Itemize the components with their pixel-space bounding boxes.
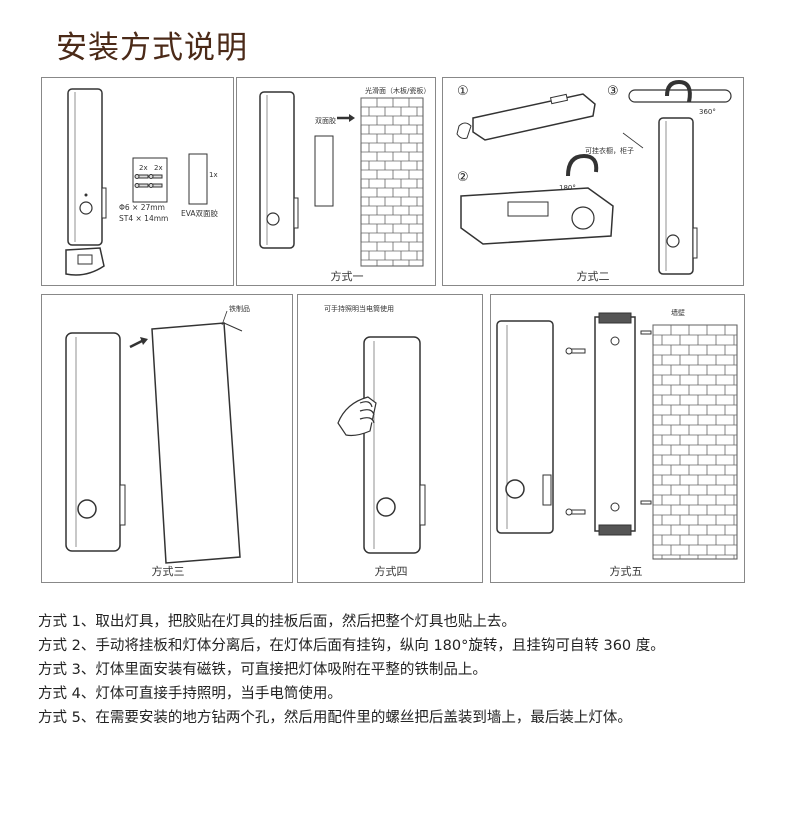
screw-spec-2: ST4 × 14mm [119, 214, 169, 223]
instruction-line: 方式 1、取出灯具，把胶贴在灯具的挂板后面，然后把整个灯具也贴上去。 [38, 614, 516, 630]
tape-label: 双面胶 [315, 117, 336, 125]
handheld-label: 可手持照明当电筒使用 [324, 305, 394, 313]
panel-accessories: 2x 2x 1x Φ6 × 27mm ST4 × 14mm EVA双面胶 [41, 77, 234, 286]
panel-method-2: ① ② ③ 180° 360° 可挂衣橱，柜子 方式二 [442, 77, 744, 286]
instruction-line: 方式 3、灯体里面安装有磁铁，可直接把灯体吸附在平整的铁制品上。 [38, 662, 487, 678]
page-title: 安装方式说明 [56, 30, 248, 66]
qty-label: 2x [154, 164, 163, 172]
step-1-marker: ① [457, 84, 469, 99]
method-3-caption: 方式三 [151, 565, 185, 578]
panel-method-1: 光滑面（木板/瓷板） 双面胶 方式一 [236, 77, 436, 286]
instructions-list: 方式 1、取出灯具，把胶贴在灯具的挂板后面，然后把整个灯具也贴上去。 方式 2、… [38, 610, 778, 730]
method-2-caption: 方式二 [576, 270, 610, 283]
panel-method-3: 铁制品 方式三 [41, 294, 293, 583]
method-1-illustration [259, 91, 424, 267]
panel-method-5: 墙壁 方式五 [490, 294, 745, 583]
method-4-illustration [337, 336, 426, 554]
eva-tape-label: EVA双面胶 [181, 209, 219, 218]
brick-wall [360, 97, 424, 267]
method-5-caption: 方式五 [609, 565, 643, 578]
surface-label: 光滑面（木板/瓷板） [365, 87, 431, 95]
method-2-illustration [456, 79, 732, 275]
instruction-line: 方式 2、手动将挂板和灯体分离后，在灯体后面有挂钩，纵向 180°旋转，且挂钩可… [38, 638, 665, 654]
angle-180-label: 180° [559, 184, 576, 192]
brick-wall [652, 324, 738, 560]
method-1-caption: 方式一 [330, 270, 364, 283]
method-4-caption: 方式四 [374, 565, 408, 578]
angle-360-label: 360° [699, 108, 716, 116]
panel-method-4: 可手持照明当电筒使用 方式四 [297, 294, 483, 583]
wall-label: 墙壁 [671, 309, 685, 317]
method-5-illustration [496, 312, 738, 560]
step-3-marker: ③ [607, 84, 619, 99]
instruction-line: 方式 5、在需要安装的地方钻两个孔，然后用配件里的螺丝把后盖装到墙上，最后装上灯… [38, 710, 632, 726]
iron-label: 铁制品 [229, 305, 250, 313]
step-2-marker: ② [457, 170, 469, 185]
accessories-illustration [65, 88, 208, 276]
hang-label: 可挂衣橱，柜子 [585, 147, 634, 155]
qty-label: 1x [209, 171, 218, 179]
qty-label: 2x [139, 164, 148, 172]
hand-icon [337, 396, 377, 437]
screw-spec-1: Φ6 × 27mm [119, 203, 165, 212]
instruction-line: 方式 4、灯体可直接手持照明，当手电筒使用。 [38, 686, 342, 702]
method-3-illustration [65, 310, 243, 564]
